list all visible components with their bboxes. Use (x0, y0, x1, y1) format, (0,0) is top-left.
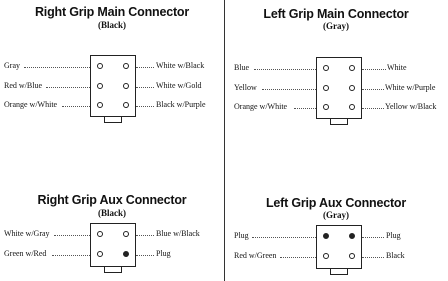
pin-empty (97, 231, 103, 237)
right-aux-title: Right Grip Aux Connector (37, 193, 187, 207)
left-main-subtitle: (Gray) (323, 21, 349, 31)
pin-empty (123, 83, 129, 89)
pin-plugged (323, 233, 329, 239)
left-main-wire-label: White w/Purple (385, 83, 436, 92)
left-main-wire-label: Orange w/White (234, 102, 288, 111)
left-aux-subtitle: (Gray) (323, 210, 349, 220)
pin-empty (97, 251, 103, 257)
wire-lead (294, 108, 316, 109)
pin-empty (323, 85, 329, 91)
connector-body (90, 223, 136, 267)
wire-lead (254, 69, 316, 70)
right-aux-wire-label: Green w/Red (4, 249, 47, 258)
right-main-subtitle: (Black) (98, 20, 126, 30)
left-aux-wire-label: Plug (386, 231, 401, 240)
wire-lead (136, 106, 154, 107)
wire-lead (54, 235, 90, 236)
wire-lead (262, 89, 316, 90)
right-aux-wire-label: White w/Gray (4, 229, 50, 238)
pin-empty (323, 65, 329, 71)
wire-lead (362, 237, 384, 238)
left-main-wire-label: Blue (234, 63, 250, 72)
left-aux-wire-label: Red w/Green (234, 251, 277, 260)
pin-empty (123, 102, 129, 108)
pin-empty (349, 253, 355, 259)
wire-lead (136, 255, 154, 256)
pin-empty (97, 102, 103, 108)
left-main-wire-label: White (387, 63, 407, 72)
pin-empty (349, 85, 355, 91)
pin-empty (123, 63, 129, 69)
panel-divider (224, 0, 225, 281)
right-aux-subtitle: (Black) (98, 208, 126, 218)
right-main-wire-label: White w/Black (156, 61, 205, 70)
connector-latch (104, 117, 122, 123)
wire-lead (62, 106, 90, 107)
left-aux-title: Left Grip Aux Connector (265, 196, 407, 210)
pin-empty (349, 104, 355, 110)
wire-lead (46, 87, 90, 88)
connector-latch (330, 119, 348, 125)
right-main-wire-label: Red w/Blue (4, 81, 42, 90)
right-main-wire-label: Gray (4, 61, 20, 70)
right-main-wire-label: Black w/Purple (156, 100, 206, 109)
wire-lead (136, 87, 154, 88)
left-main-wire-label: Yellow (234, 83, 257, 92)
connector-body (316, 225, 362, 269)
pin-empty (349, 65, 355, 71)
right-main-wire-label: White w/Gold (156, 81, 202, 90)
left-main-title: Left Grip Main Connector (263, 7, 409, 21)
right-main-title: Right Grip Main Connector (34, 5, 190, 19)
pin-empty (123, 231, 129, 237)
left-aux-wire-label: Black (386, 251, 405, 260)
pin-plugged (123, 251, 129, 257)
wire-lead (52, 255, 90, 256)
connector-latch (104, 267, 122, 273)
wire-lead (362, 89, 384, 90)
connector-latch (330, 269, 348, 275)
wire-lead (362, 69, 386, 70)
pin-plugged (349, 233, 355, 239)
wire-lead (362, 257, 384, 258)
right-main-wire-label: Orange w/White (4, 100, 58, 109)
wire-lead (280, 257, 316, 258)
wire-lead (362, 108, 384, 109)
pin-empty (323, 253, 329, 259)
wire-lead (136, 67, 154, 68)
pin-empty (97, 83, 103, 89)
wire-lead (252, 237, 316, 238)
right-aux-wire-label: Plug (156, 249, 171, 258)
pin-empty (323, 104, 329, 110)
left-aux-wire-label: Plug (234, 231, 249, 240)
right-aux-wire-label: Blue w/Black (156, 229, 200, 238)
pin-empty (97, 63, 103, 69)
left-main-wire-label: Yellow w/Black (385, 102, 437, 111)
wire-lead (136, 235, 154, 236)
wire-lead (24, 67, 90, 68)
